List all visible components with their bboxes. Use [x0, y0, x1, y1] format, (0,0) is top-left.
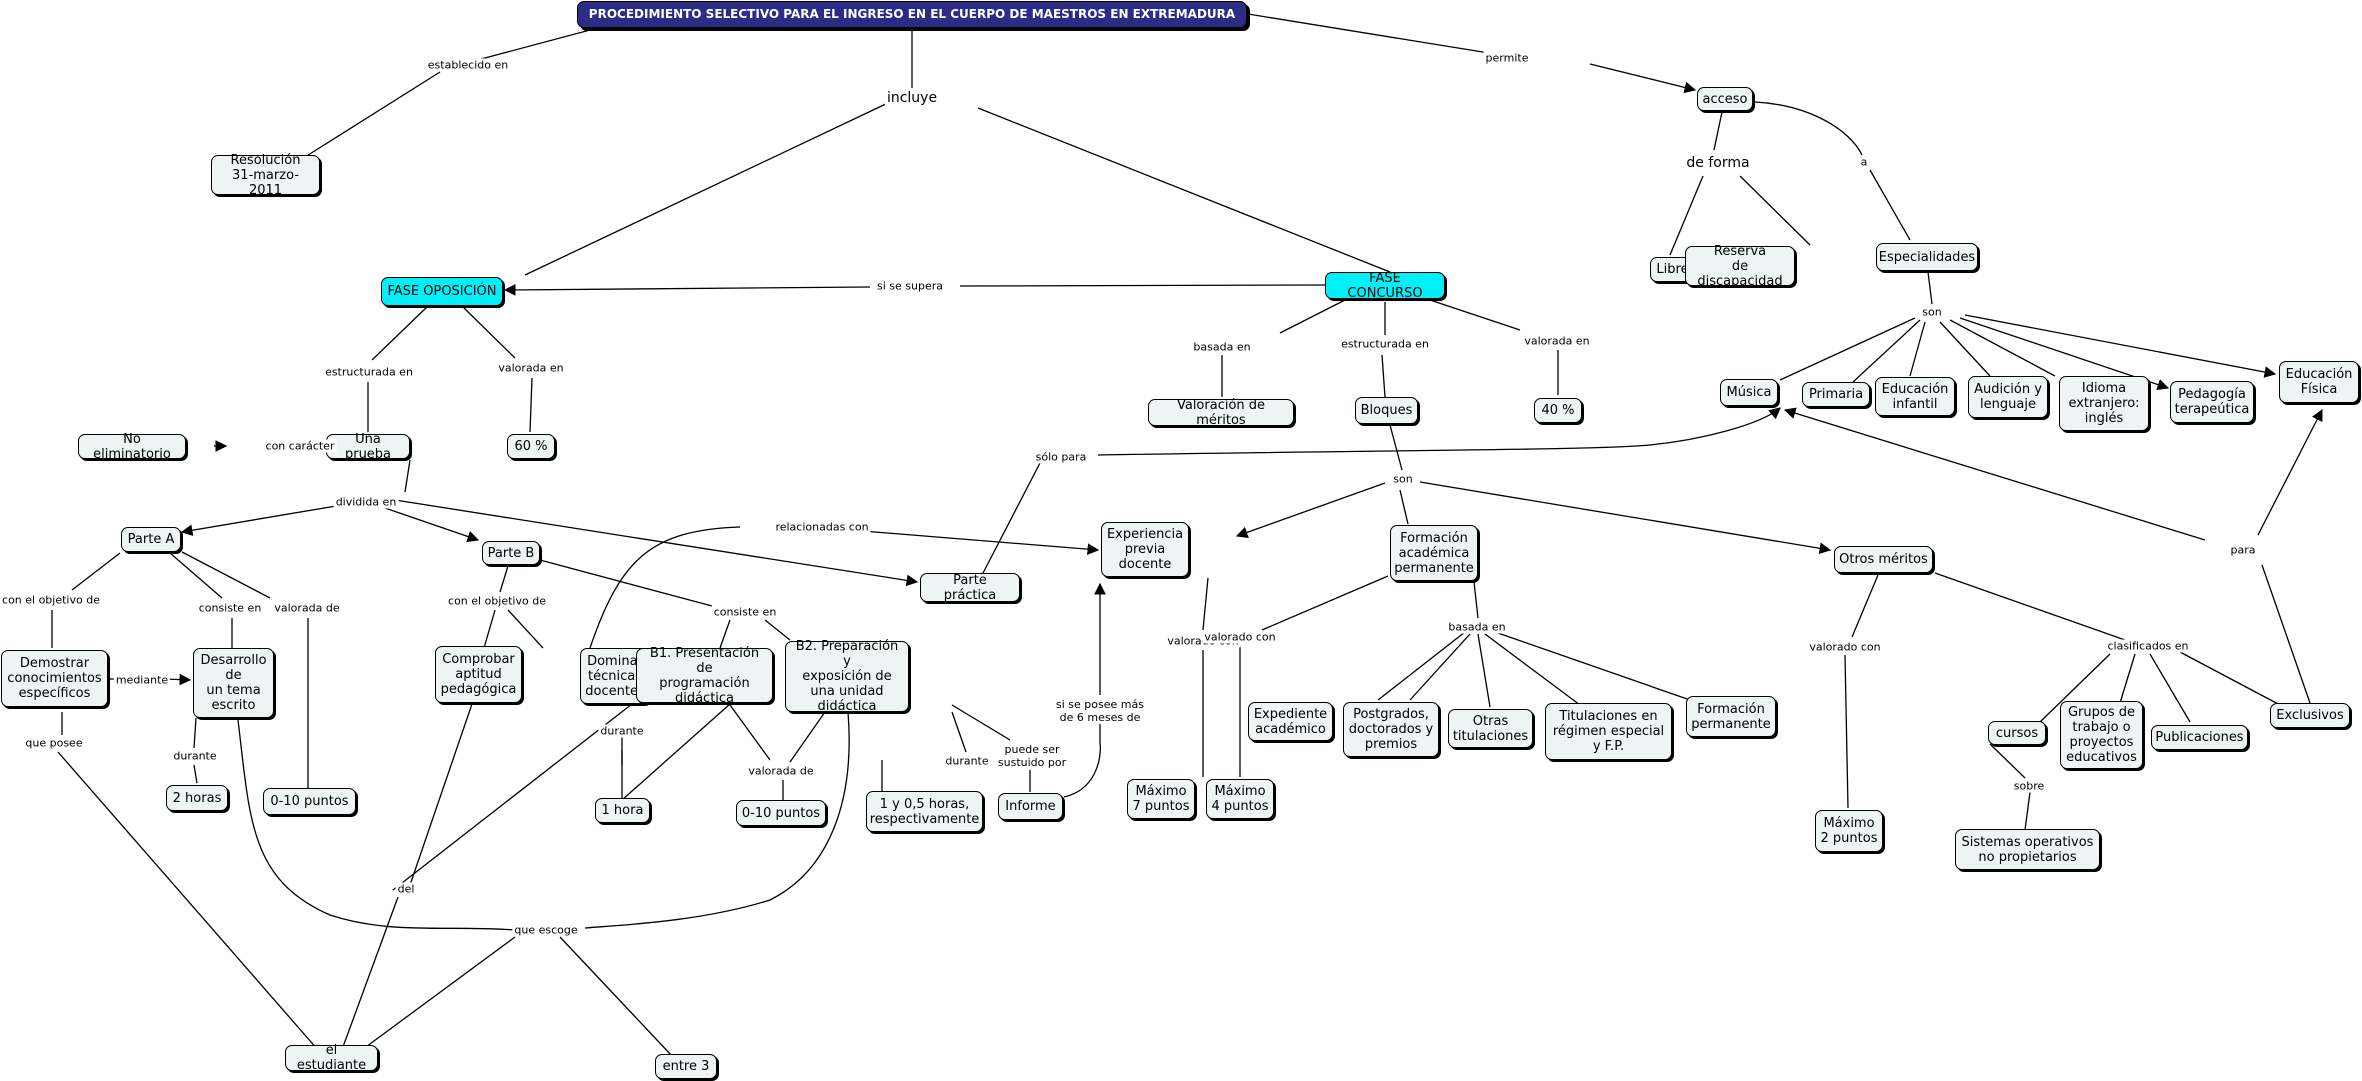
- concept-horas-b2[interactable]: 1 y 0,5 horas, respectivamente: [866, 791, 983, 832]
- link-estructurada-en-concurso: estructurada en: [1339, 337, 1431, 351]
- concept-formacion-academica[interactable]: Formación académica permanente: [1390, 525, 1478, 581]
- link-son-especialidades: son: [1920, 305, 1944, 319]
- concept-fase-oposicion[interactable]: FASE OPOSICIÓN: [381, 277, 503, 306]
- link-puede-ser-sustituido: puede ser sustuido por: [995, 743, 1069, 769]
- concept-idioma-extranjero[interactable]: Idioma extranjero: inglés: [2059, 376, 2149, 431]
- link-consiste-en-a: consiste en: [196, 601, 264, 615]
- link-consiste-en-b: consiste en: [711, 605, 779, 619]
- concept-maximo-dos[interactable]: Máximo 2 puntos: [1815, 810, 1883, 852]
- link-con-caracter: con carácter: [263, 439, 337, 453]
- concept-maximo-cuatro[interactable]: Máximo 4 puntos: [1206, 779, 1274, 819]
- link-valorado-con-formacion: valorado con: [1202, 630, 1278, 644]
- link-durante-b1: durante: [598, 724, 646, 738]
- link-incluye: incluye: [884, 90, 940, 106]
- link-solo-para: sólo para: [1033, 450, 1089, 464]
- link-objetivo-b: con el objetivo de: [446, 594, 548, 608]
- concept-publicaciones[interactable]: Publicaciones: [2151, 725, 2248, 750]
- concept-el-estudiante[interactable]: el estudiante: [285, 1043, 378, 1073]
- concept-diez-puntos-a[interactable]: 0-10 puntos: [263, 788, 356, 815]
- link-de-forma: de forma: [1684, 155, 1752, 171]
- concept-b2-preparacion[interactable]: B2. Preparación y exposición de una unid…: [785, 639, 909, 714]
- link-relacionadas-con: relacionadas con: [773, 520, 871, 534]
- concept-una-hora[interactable]: 1 hora: [595, 798, 650, 823]
- link-que-escoge: que escoge: [512, 923, 580, 937]
- concept-primaria[interactable]: Primaria: [1802, 382, 1870, 407]
- concept-informe[interactable]: Informe: [998, 793, 1063, 820]
- concept-otros-meritos[interactable]: Otros méritos: [1834, 546, 1933, 573]
- link-durante-b2: durante: [943, 754, 991, 768]
- concept-sistemas-operativos[interactable]: Sistemas operativos no propietarios: [1955, 829, 2100, 870]
- concept-fase-concurso[interactable]: FASE CONCURSO: [1325, 271, 1445, 301]
- link-durante-a: durante: [171, 749, 219, 763]
- link-establecido-en: establecido en: [425, 58, 511, 72]
- link-si-se-posee: si se posee más de 6 meses de: [1054, 698, 1146, 724]
- concept-cuarenta-por-ciento[interactable]: 40 %: [1534, 398, 1582, 423]
- concept-postgrados[interactable]: Postgrados, doctorados y premios: [1343, 702, 1439, 757]
- concept-otras-titulaciones[interactable]: Otras titulaciones: [1448, 709, 1533, 748]
- link-para: para: [2228, 543, 2258, 557]
- concept-titulaciones-regimen[interactable]: Titulaciones en régimen especial y F.P.: [1545, 703, 1672, 760]
- link-basada-en-concurso: basada en: [1191, 340, 1253, 354]
- link-mediante: mediante: [113, 673, 171, 687]
- concept-parte-b[interactable]: Parte B: [482, 541, 540, 565]
- concept-acceso[interactable]: acceso: [1697, 87, 1753, 111]
- link-si-se-supera: si se supera: [875, 279, 945, 293]
- concept-valoracion-meritos[interactable]: Valoración de méritos: [1148, 398, 1294, 428]
- link-que-posee: que posee: [23, 736, 85, 750]
- concept-educacion-fisica[interactable]: Educación Física: [2279, 361, 2359, 403]
- concept-experiencia-previa[interactable]: Experiencia previa docente: [1101, 522, 1189, 577]
- concept-educacion-infantil[interactable]: Educación infantil: [1875, 377, 1955, 416]
- concept-expediente-academico[interactable]: Expediente académico: [1248, 702, 1333, 741]
- concept-especialidades[interactable]: Especialidades: [1876, 243, 1978, 271]
- concept-desarrollo-tema[interactable]: Desarrollo de un tema escrito: [193, 648, 274, 718]
- link-valorada-en-oposicion: valorada en: [496, 361, 566, 375]
- concept-reserva-discapacidad[interactable]: Reserva de discapacidad: [1685, 244, 1795, 289]
- concept-sesenta-por-ciento[interactable]: 60 %: [507, 434, 555, 459]
- link-sobre: sobre: [2011, 779, 2047, 793]
- concept-musica[interactable]: Música: [1720, 379, 1778, 406]
- link-basada-en-formacion: basada en: [1446, 620, 1508, 634]
- concept-parte-a[interactable]: Parte A: [121, 527, 181, 552]
- concept-diez-puntos-b[interactable]: 0-10 puntos: [736, 800, 826, 826]
- link-son-bloques: son: [1391, 472, 1415, 486]
- link-dividida-en: dividida en: [333, 495, 399, 509]
- concept-no-eliminatorio[interactable]: No eliminatorio: [78, 432, 186, 462]
- concept-procedimiento-selectivo[interactable]: PROCEDIMIENTO SELECTIVO PARA EL INGRESO …: [577, 1, 1247, 28]
- concept-b1-presentacion[interactable]: B1. Presentación de programación didácti…: [636, 646, 773, 706]
- concept-maximo-siete[interactable]: Máximo 7 puntos: [1127, 779, 1195, 819]
- link-clasificados-en: clasificados en: [2105, 639, 2191, 653]
- link-valorada-en-concurso: valorada en: [1522, 334, 1592, 348]
- link-estructurada-en-oposicion: estructurada en: [323, 365, 415, 379]
- concept-entre-tres[interactable]: entre 3: [655, 1054, 717, 1079]
- concept-exclusivos[interactable]: Exclusivos: [2270, 703, 2350, 728]
- concept-formacion-permanente[interactable]: Formación permanente: [1686, 696, 1776, 737]
- concept-comprobar-aptitud[interactable]: Comprobar aptitud pedagógica: [435, 646, 522, 703]
- concept-grupos-trabajo[interactable]: Grupos de trabajo o proyectos educativos: [2060, 701, 2143, 769]
- concept-parte-practica[interactable]: Parte práctica: [920, 573, 1020, 603]
- concept-bloques[interactable]: Bloques: [1355, 397, 1418, 424]
- link-permite: permite: [1483, 51, 1531, 65]
- concept-pedagogia-terapeutica[interactable]: Pedagogía terapeútica: [2170, 381, 2254, 423]
- concept-resolucion[interactable]: Resolución 31-marzo-2011: [211, 153, 320, 198]
- link-valorado-con-otros: valorado con: [1807, 640, 1883, 654]
- concept-dos-horas[interactable]: 2 horas: [166, 785, 228, 811]
- concept-una-prueba[interactable]: Una prueba: [326, 432, 410, 462]
- concept-demostrar-conocimientos[interactable]: Demostrar conocimientos específicos: [1, 650, 108, 707]
- concept-audicion-lenguaje[interactable]: Audición y lenguaje: [1968, 376, 2048, 418]
- link-a: a: [1858, 155, 1870, 169]
- link-valorada-de-a: valorada de: [272, 601, 342, 615]
- link-del: del: [395, 882, 417, 896]
- link-valorada-de-b: valorada de: [746, 764, 816, 778]
- concept-cursos[interactable]: cursos: [1988, 721, 2046, 745]
- link-objetivo-a: con el objetivo de: [0, 593, 102, 607]
